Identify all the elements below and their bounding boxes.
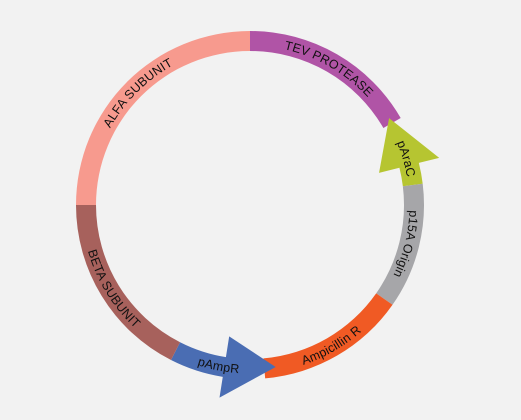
tev-protease-label: TEV PROTEASE xyxy=(283,38,376,99)
p15a-origin-segment xyxy=(376,183,424,305)
alfa-subunit-segment xyxy=(76,31,250,205)
tev-protease-segment xyxy=(250,31,401,128)
pampr-segment xyxy=(171,336,276,398)
ampicillin-r-segment xyxy=(263,293,393,379)
paraC-segment xyxy=(379,118,440,187)
alfa-subunit-label: ALFA SUBUNIT xyxy=(101,55,176,129)
beta-subunit-segment xyxy=(76,205,181,361)
ampicillin-r-label: Ampicillin R xyxy=(300,323,364,368)
beta-subunit-label: BETA SUBUNIT xyxy=(85,248,143,331)
